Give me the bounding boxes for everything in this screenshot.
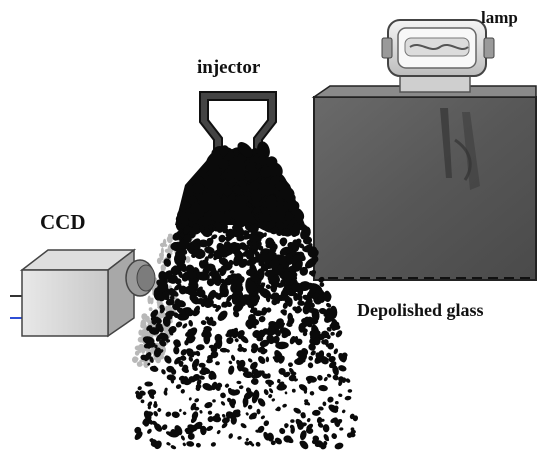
lamp-label: lamp [481, 8, 518, 27]
depolished-glass-panel [311, 85, 537, 281]
injector-nozzle-icon [199, 91, 277, 153]
spray-plume [132, 141, 359, 450]
ccd-camera-icon [10, 248, 156, 338]
ccd-label: CCD [40, 210, 86, 234]
depolished-glass-label: Depolished glass [357, 300, 484, 320]
injector-label: injector [197, 57, 261, 78]
lamp-icon [381, 19, 495, 93]
